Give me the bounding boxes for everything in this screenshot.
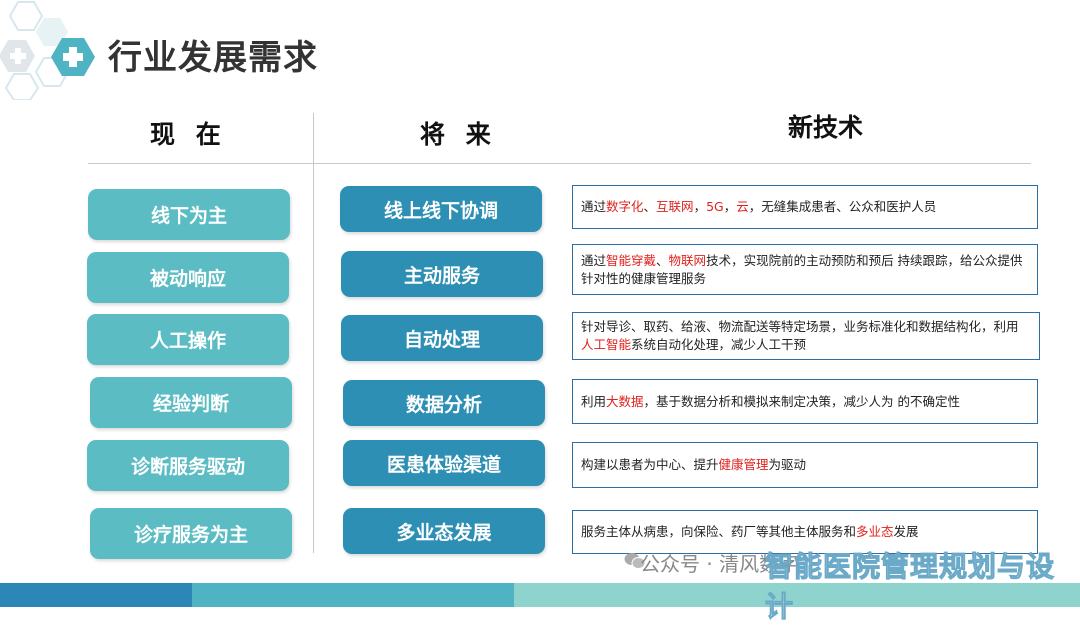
footer-bar-segment-3 [514,583,1080,607]
future-item-4: 数据分析 [343,380,545,426]
tech-text-segment: 通过 [581,199,607,214]
tech-text-segment: 技术，实现院前的主动预防和预后 持续跟踪，给公众提供针对性的健康管理服务 [581,252,1023,286]
tech-text-segment: 系统自动化处理，减少人工干预 [631,337,807,352]
tech-text-segment: 针对导诊、取药、给液、物流配送等特定场景，业务标准化和数据结构化，利用 [581,319,1019,334]
tech-box-text: 构建以患者为中心、提升健康管理为驱动 [581,456,806,474]
tech-text-segment: 通过 [581,252,607,268]
tech-box-4: 利用大数据，基于数据分析和模拟来制定决策，减少人为 的不确定性 [572,379,1038,424]
tech-box-5: 构建以患者为中心、提升健康管理为驱动 [572,442,1038,488]
future-item-5: 医患体验渠道 [343,440,545,486]
tech-text-segment: 、 [643,199,657,214]
tech-box-1: 通过数字化、互联网，5G，云，无缝集成患者、公众和医护人员 [572,185,1038,229]
slide-title: 行业发展需求 [108,38,318,78]
future-item-2: 主动服务 [341,251,543,297]
tech-box-6: 服务主体从病患，向保险、药厂等其他主体服务和多业态发展 [572,510,1038,554]
tech-box-text: 利用大数据，基于数据分析和模拟来制定决策，减少人为 的不确定性 [581,393,960,411]
future-item-6: 多业态发展 [343,508,545,554]
tech-text-segment: ，无缝集成患者、公众和医护人员 [748,199,937,214]
tech-text-segment: 构建以患者为中心、提升 [581,457,719,472]
tech-box-3: 针对导诊、取药、给液、物流配送等特定场景，业务标准化和数据结构化，利用人工智能系… [572,312,1040,360]
future-item-1: 线上线下协调 [340,186,542,232]
header-future: 将 来 [420,120,497,149]
tech-text-segment: 利用 [581,393,607,409]
now-item-1: 线下为主 [88,189,290,240]
future-item-3: 自动处理 [341,315,543,361]
tech-box-text: 通过数字化、互联网，5G，云，无缝集成患者、公众和医护人员 [581,198,936,216]
tech-box-text: 针对导诊、取药、给液、物流配送等特定场景，业务标准化和数据结构化，利用人工智能系… [581,318,1031,354]
now-item-2: 被动响应 [87,252,289,303]
tech-text-segment: 发展 [893,524,919,539]
tech-keyword-highlight: 互联网 [656,199,694,214]
tech-keyword-highlight: 物联网 [668,252,707,268]
tech-box-2: 通过智能穿戴、物联网技术，实现院前的主动预防和预后 持续跟踪，给公众提供针对性的… [572,244,1038,295]
watermark-account: 公众号 · 清风数字 [640,552,800,576]
tech-text-segment: 、 [656,252,669,268]
tech-text-segment: ，基于数据分析和模拟来制定决策，减少人为 的不确定性 [643,393,961,409]
now-item-4: 经验判断 [90,377,292,428]
now-item-6: 诊疗服务为主 [90,508,292,559]
tech-text-segment: 为驱动 [768,457,807,472]
tech-keyword-highlight: 数字化 [606,199,644,214]
tech-keyword-highlight: 智能穿戴 [606,252,657,268]
footer-bar-segment-1 [0,583,192,607]
header-now: 现 在 [150,120,227,149]
tech-text-segment: 服务主体从病患，向保险、药厂等其他主体服务和 [581,524,857,539]
tech-keyword-highlight: 云 [736,199,749,214]
tech-text-segment: ， [723,199,737,214]
tech-keyword-highlight: 健康管理 [718,457,769,472]
tech-keyword-highlight: 人工智能 [581,337,632,352]
header-divider [88,163,1031,164]
now-item-5: 诊断服务驱动 [87,440,289,491]
tech-text-segment: ， [693,199,707,214]
tech-box-text: 通过智能穿戴、物联网技术，实现院前的主动预防和预后 持续跟踪，给公众提供针对性的… [581,252,1029,288]
header-tech: 新技术 [788,113,864,142]
now-item-3: 人工操作 [87,314,289,365]
column-divider [313,113,314,553]
tech-keyword-highlight: 多业态 [856,524,894,539]
footer-bar-segment-2 [192,583,514,607]
tech-keyword-highlight: 5G [706,199,724,214]
tech-box-text: 服务主体从病患，向保险、药厂等其他主体服务和多业态发展 [581,523,919,541]
wechat-icon [624,553,646,569]
watermark-title: 智能医院管理规划与设计 [765,550,1056,624]
tech-keyword-highlight: 大数据 [606,393,644,409]
medical-cross-logo-icon [0,1,95,100]
